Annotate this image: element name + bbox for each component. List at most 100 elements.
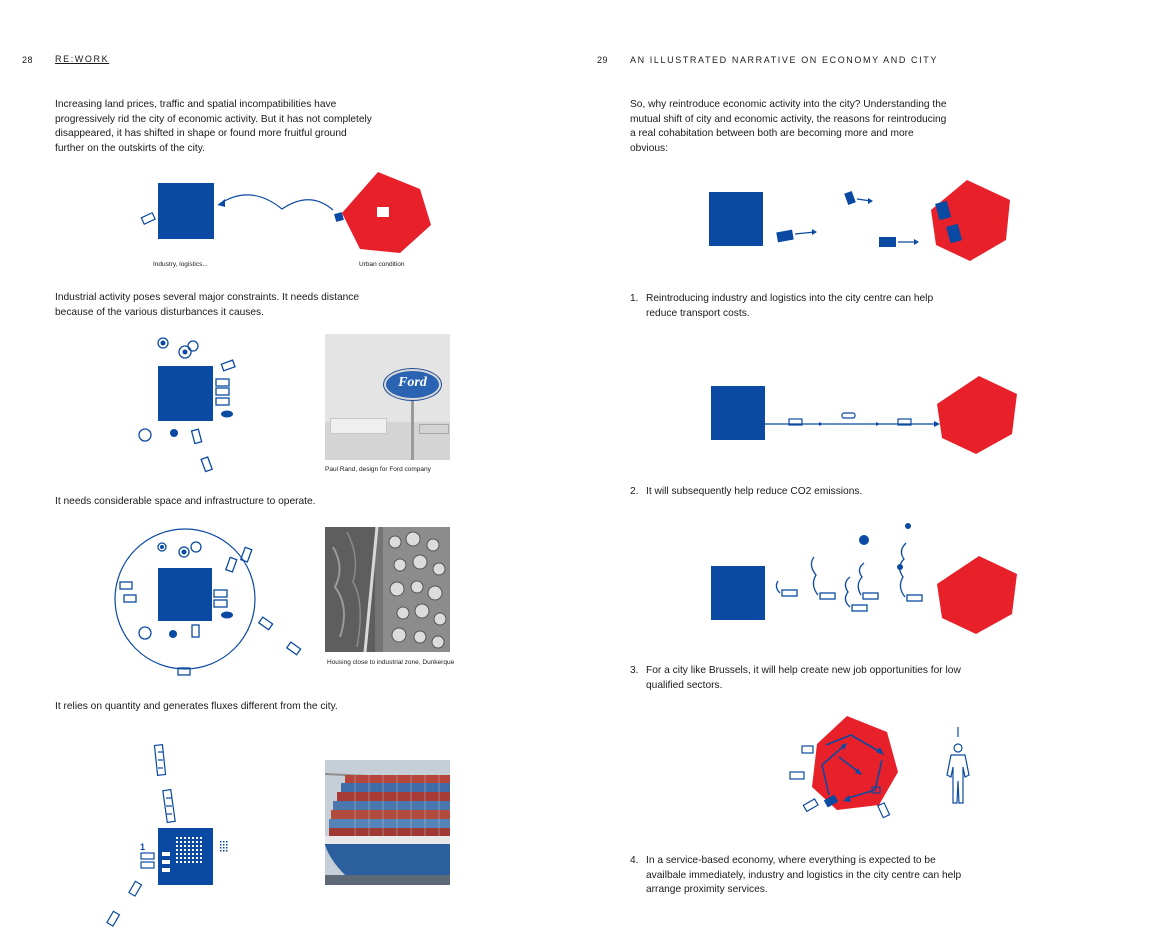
point-3: 3. For a city like Brussels, it will hel… <box>630 664 970 694</box>
truck-icon <box>215 387 230 396</box>
truck-icon <box>257 616 274 631</box>
truck-icon <box>119 581 133 590</box>
truck-icon <box>906 594 923 602</box>
city-hexagon <box>937 556 1017 634</box>
logistics-block <box>158 828 213 885</box>
car-icon <box>841 412 856 419</box>
industry-block <box>158 183 214 239</box>
scribble-icon <box>157 542 167 552</box>
left-page-number: 28 <box>22 55 34 65</box>
truck-icon <box>879 237 896 247</box>
point-2-text: It will subsequently help reduce CO2 emi… <box>646 486 863 497</box>
smoke-icon <box>810 556 819 596</box>
diagram-shift-outskirts <box>140 172 431 253</box>
scribble-icon <box>138 626 152 640</box>
point-4-number: 4. <box>630 855 639 866</box>
truck-icon <box>823 794 839 808</box>
text-constraints: Industrial activity poses several major … <box>55 292 360 318</box>
truck-icon <box>213 589 228 598</box>
truck-icon <box>123 594 137 603</box>
truck-icon <box>140 861 155 869</box>
industry-block <box>711 386 765 440</box>
truck-icon <box>128 880 143 897</box>
diagram1-label-right: Urban condition <box>359 261 405 268</box>
container-grid-outside <box>220 841 228 852</box>
point-2: 2. It will subsequently help reduce CO2 … <box>630 485 970 501</box>
photo2-caption: Housing close to industrial zone, Dunker… <box>327 659 455 666</box>
scribble-icon <box>187 340 199 352</box>
left-running-head: RE:WORK <box>55 54 110 64</box>
truck-icon <box>213 599 228 608</box>
moving-block <box>334 212 344 222</box>
truck-icon <box>177 667 191 676</box>
truck-icon <box>215 378 230 387</box>
scribble-icon <box>138 428 152 442</box>
photo-ford-sign: Ford <box>325 334 450 460</box>
smoke-icon <box>857 562 865 596</box>
truck-icon <box>897 418 912 426</box>
point-1: 1. Reintroducing industry and logistics … <box>630 292 970 322</box>
smoke-icon <box>775 580 781 594</box>
photo-aerial-industrial-zone <box>325 527 450 652</box>
truck-icon <box>862 592 879 600</box>
freight-train-icon <box>153 744 167 776</box>
point-2-number: 2. <box>630 486 639 497</box>
truck-icon <box>819 592 836 600</box>
truck-icon <box>215 397 230 406</box>
scribble-icon <box>157 337 169 349</box>
scribble-icon <box>190 541 202 553</box>
truck-icon <box>190 428 203 445</box>
circulation-arrow <box>844 759 883 800</box>
truck-icon <box>851 604 868 612</box>
truck-icon <box>200 456 213 473</box>
truck-icon <box>239 546 253 563</box>
parcel-icon <box>871 786 881 794</box>
right-page-number: 29 <box>597 55 609 65</box>
scribble-icon <box>178 546 190 558</box>
truck-icon <box>781 589 798 597</box>
circulation-arrow <box>825 734 883 754</box>
text-quantity: It relies on quantity and generates flux… <box>55 701 338 712</box>
truck-icon <box>844 190 856 206</box>
diagram-proximity-services <box>789 716 970 819</box>
truck-icon <box>106 910 121 927</box>
right-running-head: AN ILLUSTRATED NARRATIVE ON ECONOMY AND … <box>630 55 938 65</box>
truck-icon <box>224 556 238 573</box>
worker-figure-icon <box>946 727 970 804</box>
truck-icon <box>788 418 803 426</box>
truck-icon <box>802 798 819 813</box>
truck-icon <box>140 852 155 860</box>
truck-icon <box>801 745 814 754</box>
truck-icon <box>191 624 200 638</box>
right-intro-paragraph: So, why reintroduce economic activity in… <box>630 99 947 154</box>
truck-icon <box>789 771 805 780</box>
circulation-arrow <box>838 756 861 774</box>
scribble-icon <box>178 345 192 359</box>
circulation-arrow <box>821 744 846 796</box>
truck-icon <box>876 802 891 819</box>
diagram-distance <box>138 337 236 473</box>
industry-block <box>158 366 213 421</box>
truck-icon <box>285 641 302 656</box>
smoke-icon <box>899 542 907 598</box>
container-grid <box>162 837 202 872</box>
truck-icon <box>140 211 156 225</box>
smoke-icon <box>844 576 851 608</box>
industry-in-city <box>946 223 963 244</box>
smoke-puff-icon <box>905 523 911 529</box>
industry-block <box>158 568 212 621</box>
shift-arrow <box>217 194 334 211</box>
industry-block <box>711 566 765 620</box>
infrastructure-ring <box>114 528 256 670</box>
industry-block <box>709 192 763 246</box>
truck-icon <box>776 229 794 243</box>
ford-logo-text: Ford <box>398 375 427 390</box>
photo1-caption: Paul Rand, design for Ford company <box>325 466 431 473</box>
car-icon <box>221 410 233 418</box>
scribble-icon <box>170 429 178 437</box>
diagram-co2-emissions <box>711 376 1017 454</box>
diagram-emission-smoke <box>711 523 1017 634</box>
photo-container-ship <box>325 760 450 885</box>
diagram4-badge: 1 <box>140 842 145 852</box>
diagram1-label-left: Industry, logistics... <box>153 261 208 268</box>
